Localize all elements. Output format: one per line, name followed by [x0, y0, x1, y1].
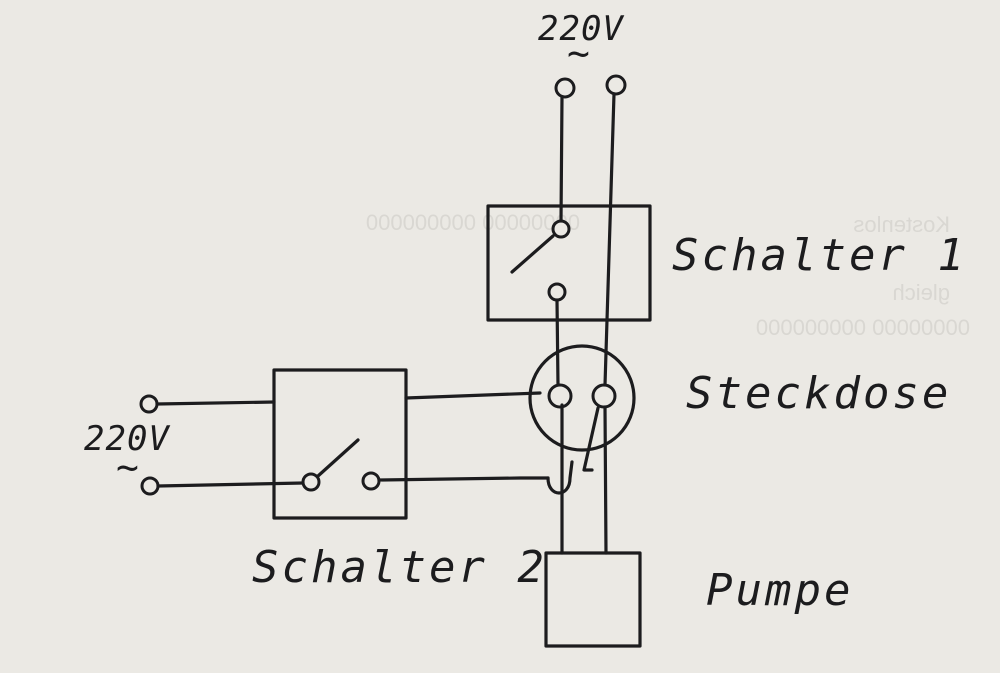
- left-supply: 220V ~: [84, 394, 170, 496]
- switch2: Schalter 2: [252, 368, 547, 593]
- pump-box: [544, 551, 642, 648]
- socket: Steckdose: [528, 344, 951, 452]
- left-supply-voltage-label: 220V: [84, 419, 170, 459]
- socket-outline: [528, 344, 636, 452]
- left-supply-terminal-top: [139, 394, 159, 414]
- paper-show-through: Kostenlos 00000000 000000000 gleich 0000…: [366, 210, 970, 340]
- svg-text:Kostenlos: Kostenlos: [853, 212, 950, 237]
- top-supply-terminal-left: [554, 77, 576, 99]
- switch2-terminal-right: [361, 471, 381, 491]
- switch2-label: Schalter 2: [252, 542, 547, 593]
- top-supply-ac-symbol: ~: [567, 31, 590, 75]
- pump: Pumpe: [544, 551, 853, 648]
- switch2-box: [272, 368, 408, 520]
- wire-bridge-loop: [546, 460, 574, 495]
- switch1-label: Schalter 1: [672, 230, 967, 281]
- svg-text:00000000 000000000: 00000000 000000000: [366, 210, 580, 235]
- top-supply: 220V ~: [538, 9, 627, 99]
- svg-text:00000000 000000000: 00000000 000000000: [756, 315, 970, 340]
- switch2-lever: [316, 438, 360, 478]
- socket-label: Steckdose: [686, 368, 951, 419]
- top-supply-terminal-right: [605, 74, 627, 96]
- wires: [155, 92, 616, 555]
- switch1-terminal-bottom: [547, 282, 567, 302]
- left-supply-terminal-bottom: [140, 476, 160, 496]
- switch1-box: [486, 204, 652, 322]
- wire-supply-to-switch1: [559, 95, 564, 223]
- switch1: Schalter 1: [486, 204, 967, 322]
- top-supply-voltage-label: 220V: [538, 9, 624, 49]
- wire-socket-right-jumper: [582, 406, 600, 472]
- wire-switch1-to-socket: [555, 298, 560, 387]
- wire-to-pump-right: [603, 405, 608, 555]
- wire-supply-neutral: [603, 92, 616, 387]
- socket-pin-right: [591, 383, 617, 409]
- wire-left-supply-to-switch2: [156, 481, 305, 488]
- wire-switch2-to-junction: [377, 476, 550, 482]
- svg-text:gleich: gleich: [893, 280, 950, 305]
- socket-pin-left: [547, 383, 573, 409]
- left-supply-ac-symbol: ~: [116, 445, 139, 489]
- pump-label: Pumpe: [706, 565, 853, 616]
- switch1-terminal-top: [551, 219, 571, 239]
- switch1-lever: [510, 234, 555, 274]
- wire-left-supply-to-socket: [155, 391, 542, 406]
